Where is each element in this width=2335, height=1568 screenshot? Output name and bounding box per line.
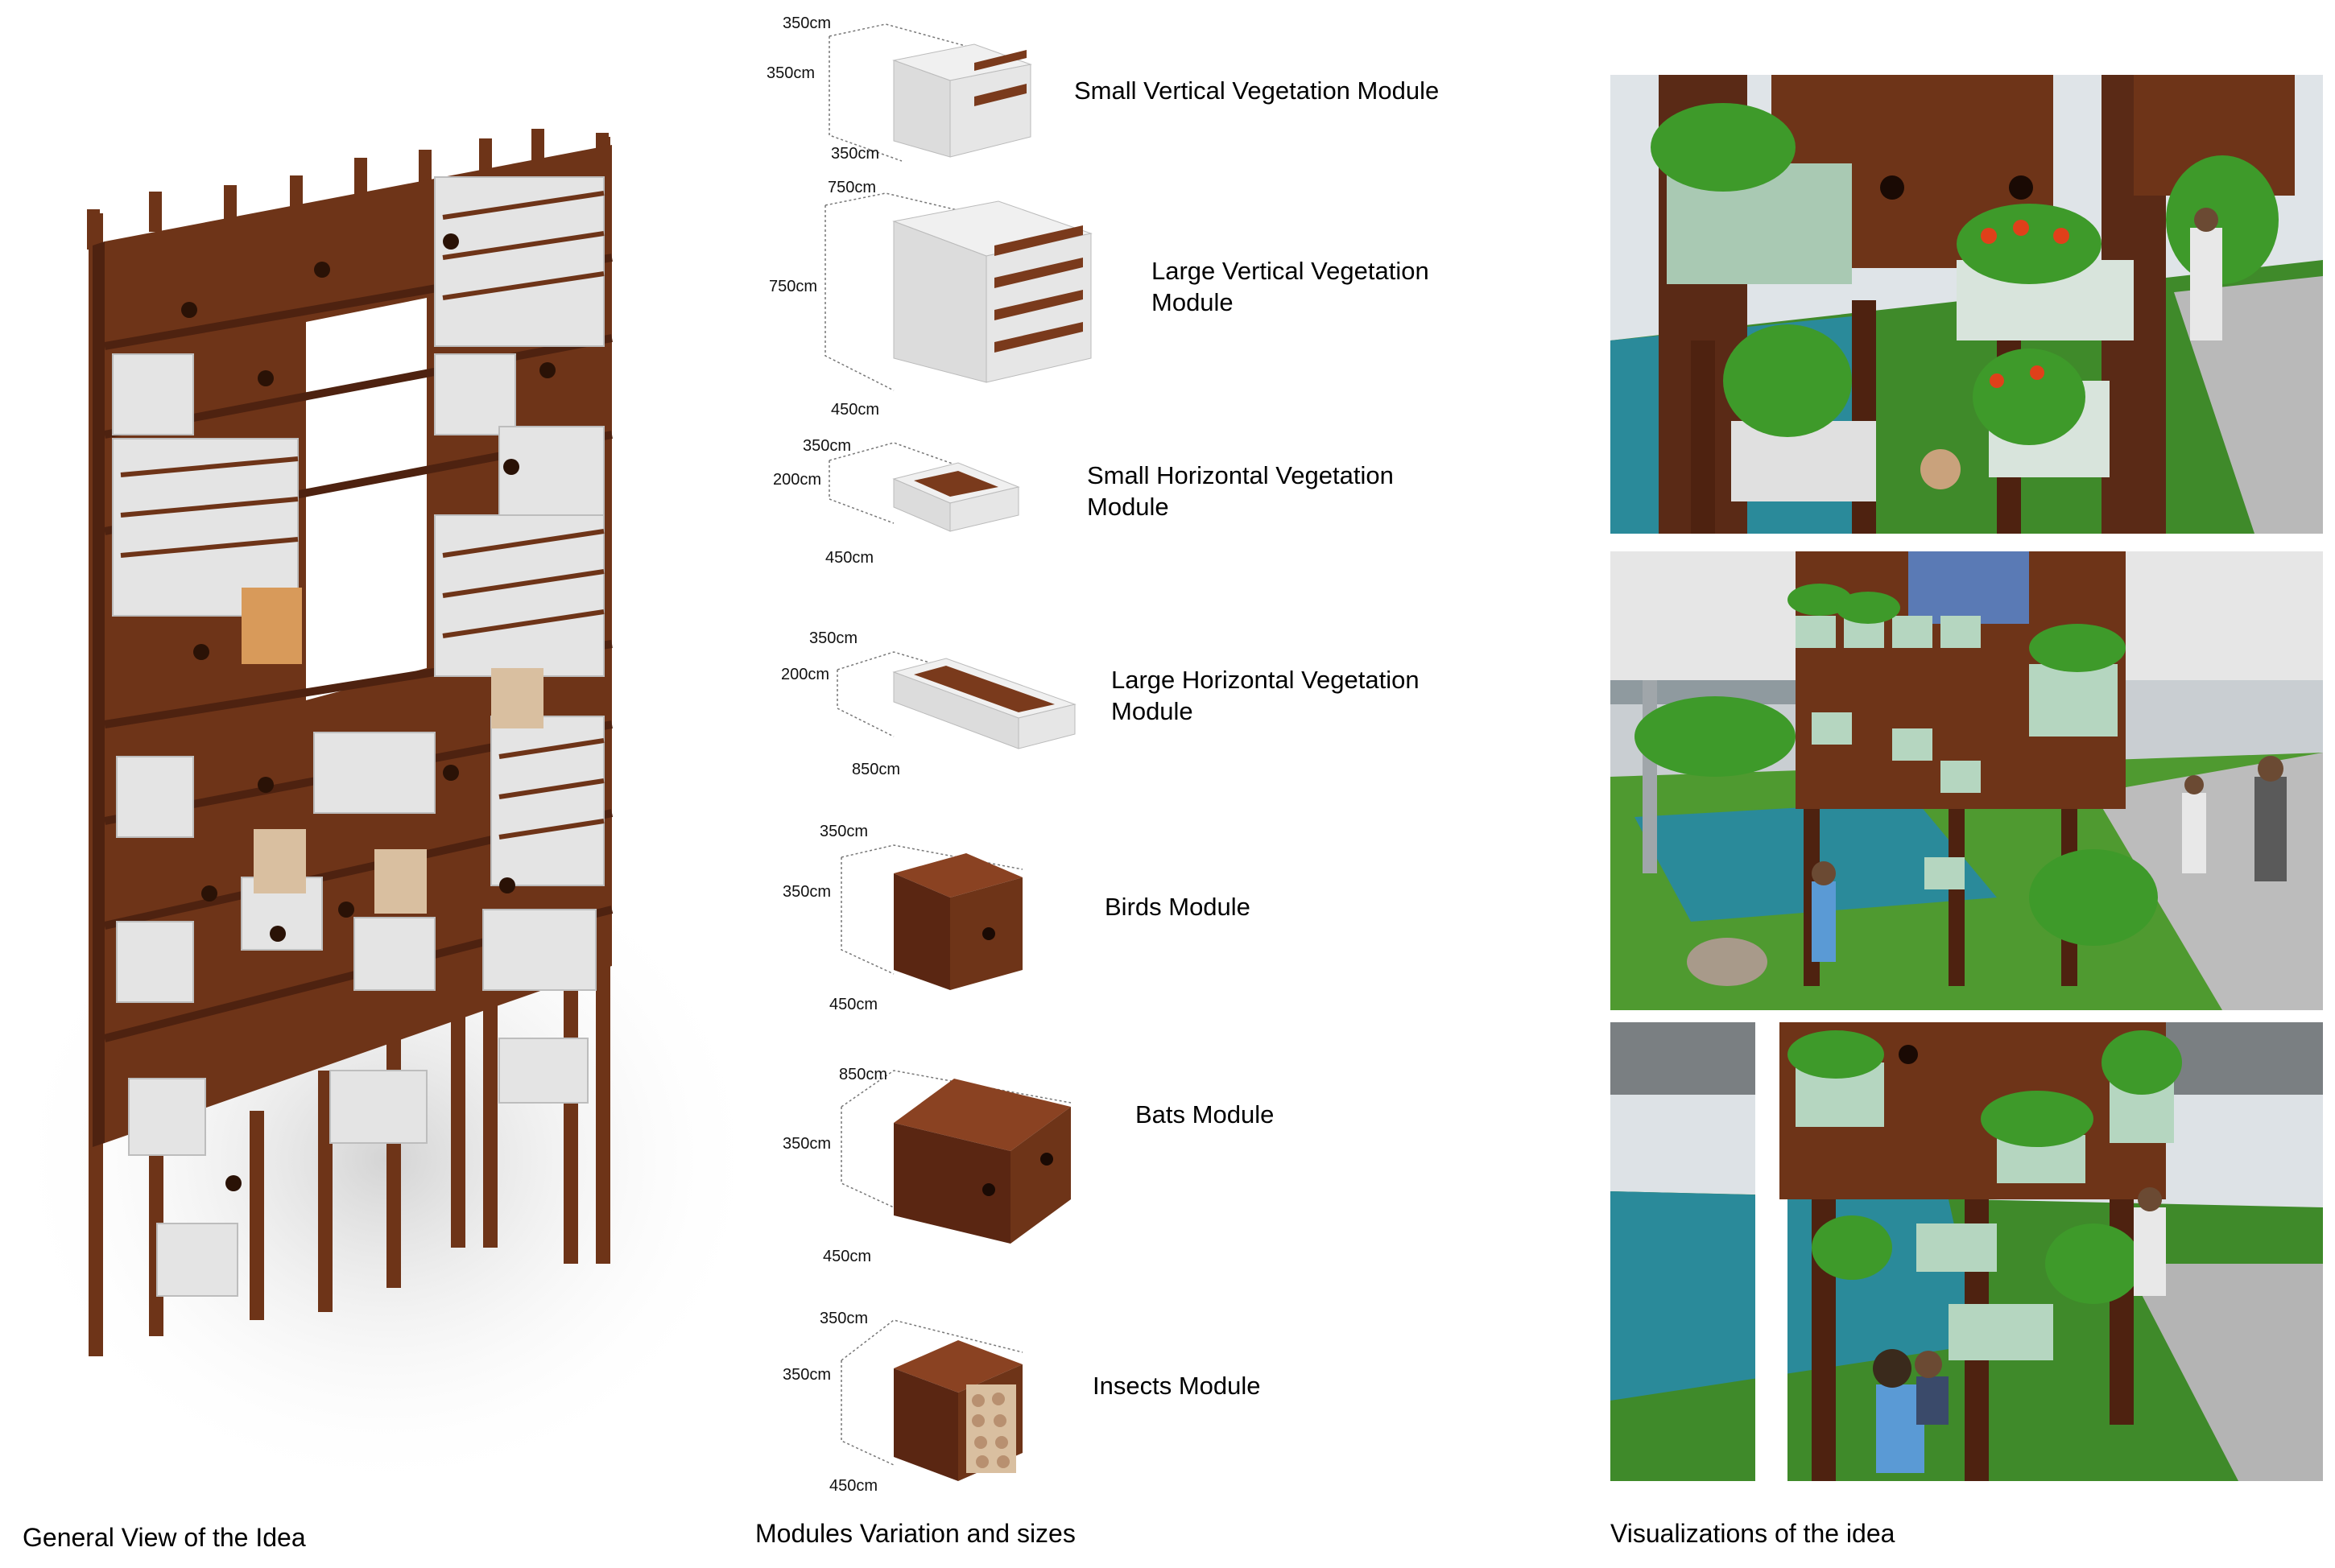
dim-label: 350cm	[831, 145, 880, 163]
dim-label: 350cm	[783, 883, 832, 901]
dim-label: 450cm	[823, 1248, 872, 1265]
module-name-birds: Birds Module	[1105, 893, 1250, 921]
dim-label: 350cm	[767, 64, 816, 82]
module-name-line: Module	[1151, 287, 1234, 316]
module-name-line: Small Horizontal Vegetation	[1087, 461, 1394, 489]
tower-concrete-modules	[112, 176, 605, 1297]
dim-label: 350cm	[783, 1366, 832, 1384]
insects-module-drawing	[894, 1340, 1023, 1481]
visualization-photo-1	[1610, 75, 2323, 534]
small-horizontal-module-drawing	[892, 462, 1020, 532]
bats-module-drawing	[894, 1079, 1071, 1244]
birds-module-drawing	[894, 853, 1023, 990]
dim-label: 850cm	[839, 1066, 888, 1083]
general-view-caption: General View of the Idea	[23, 1523, 306, 1552]
tower-opening	[306, 298, 427, 700]
module-name-line: Large Horizontal Vegetation	[1111, 666, 1420, 694]
module-name-large-vertical: Large Vertical Vegetation Module	[1151, 256, 1429, 319]
module-name-bats: Bats Module	[1135, 1100, 1275, 1129]
module-name-large-horizontal: Large Horizontal Vegetation Module	[1111, 665, 1420, 728]
dim-label: 450cm	[831, 401, 880, 419]
modules-caption: Modules Variation and sizes	[755, 1519, 1076, 1548]
dim-label: 750cm	[828, 179, 877, 196]
dim-label: 200cm	[781, 666, 830, 683]
dim-label: 850cm	[852, 761, 901, 778]
dim-label: 350cm	[783, 1135, 832, 1153]
module-name-small-horizontal: Small Horizontal Vegetation Module	[1087, 460, 1394, 523]
module-name-insects: Insects Module	[1093, 1372, 1261, 1400]
visualization-photo-3	[1610, 1022, 2323, 1481]
dim-label: 450cm	[829, 996, 878, 1013]
visualization-photo-2	[1610, 551, 2323, 1010]
visualizations-caption: Visualizations of the idea	[1610, 1519, 1895, 1548]
dim-label: 450cm	[829, 1477, 878, 1495]
module-name-small-vertical: Small Vertical Vegetation Module	[1074, 76, 1440, 105]
dim-label: 750cm	[769, 278, 818, 295]
tower-insect-modules	[242, 588, 543, 914]
dim-label: 350cm	[820, 823, 869, 840]
dim-label: 350cm	[820, 1310, 869, 1327]
dim-label: 350cm	[809, 629, 858, 647]
dim-label: 450cm	[825, 549, 874, 567]
module-name-line: Module	[1087, 492, 1169, 521]
dim-label: 350cm	[803, 437, 852, 455]
large-horizontal-module-drawing	[892, 658, 1077, 749]
small-vertical-module-drawing	[892, 43, 1032, 158]
dim-label: 350cm	[783, 14, 832, 32]
dim-label: 200cm	[773, 471, 822, 489]
module-name-line: Module	[1111, 696, 1193, 725]
tower-bird-holes	[181, 233, 556, 1191]
module-name-line: Large Vertical Vegetation	[1151, 257, 1429, 285]
large-vertical-module-drawing	[892, 200, 1093, 383]
